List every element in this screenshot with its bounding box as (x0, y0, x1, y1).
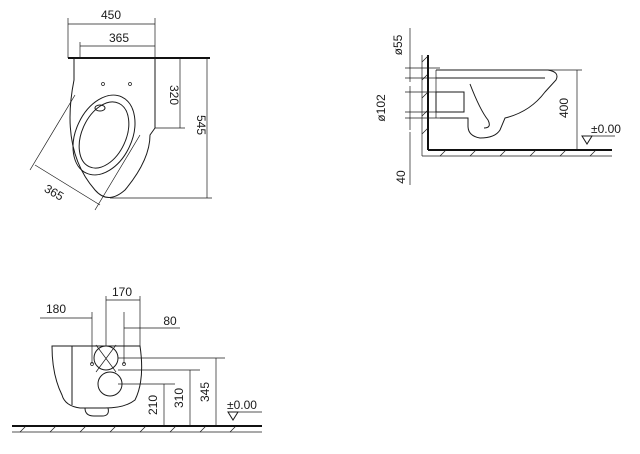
dim-label-545: 545 (194, 115, 208, 135)
side-view-hatching (421, 55, 597, 157)
dim-label-102: ø102 (374, 94, 388, 122)
front-view: 180 170 80 210 310 345 ±0.00 (12, 285, 262, 433)
front-view-level-marker (227, 411, 239, 421)
front-view-outlet (84, 407, 109, 417)
top-view-bolt-hole-left (101, 82, 105, 86)
dim-label-400: 400 (557, 98, 571, 118)
ext-line-365-diag-a (29, 94, 76, 171)
dim-label-450: 450 (101, 8, 121, 22)
ext-line-365-diag-b (94, 134, 141, 211)
front-view-hatching (19, 425, 237, 433)
top-view-bowl-outline (69, 57, 156, 198)
front-view-center-mark-b (95, 344, 117, 373)
dim-label-320: 320 (167, 85, 181, 105)
side-view-outlet (435, 91, 465, 113)
front-view-bowl-outline (51, 345, 143, 409)
dim-label-365-diag: 365 (42, 181, 67, 203)
top-view-bolt-hole-right (128, 82, 132, 86)
dim-label-345: 345 (198, 382, 212, 402)
dim-label-40: 40 (394, 170, 408, 184)
side-view-bowl-outline (436, 69, 558, 139)
side-view-level-label: ±0.00 (591, 122, 621, 136)
dim-label-55: ø55 (391, 34, 405, 55)
front-view-level-label: ±0.00 (227, 398, 257, 412)
side-view: ø55 ø102 40 400 ±0.00 (374, 28, 621, 185)
top-view: 450 365 320 545 365 (29, 8, 212, 211)
side-view-trap (469, 83, 490, 129)
dim-line-365-diag (34, 164, 101, 206)
dim-label-365: 365 (109, 31, 129, 45)
top-view-seat-outer (72, 94, 136, 176)
dim-label-210: 210 (146, 395, 160, 415)
top-view-hinge-hole (94, 104, 106, 112)
dim-label-170: 170 (112, 285, 132, 299)
top-view-seat-inner (78, 101, 130, 169)
dim-label-80: 80 (163, 314, 177, 328)
side-view-level-marker (581, 135, 593, 145)
dim-label-310: 310 (172, 388, 186, 408)
dim-label-180: 180 (46, 302, 66, 316)
